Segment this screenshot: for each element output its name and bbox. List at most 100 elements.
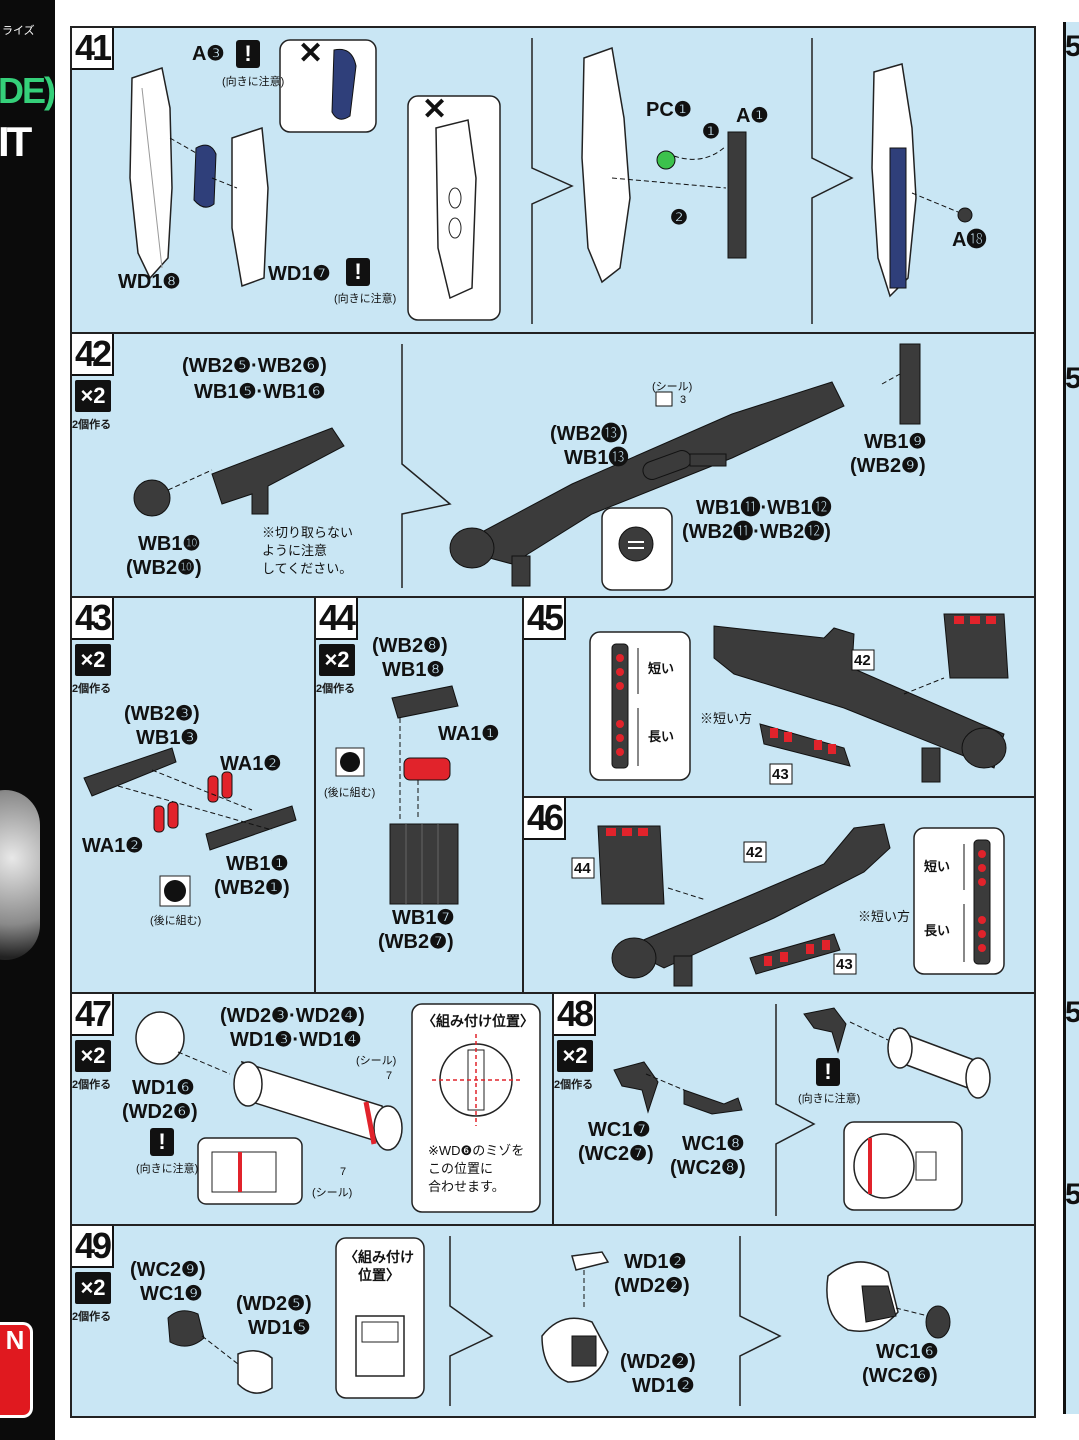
label-wb113: WB1⓭ — [564, 447, 629, 469]
step-41-illustration — [129, 38, 973, 324]
make-two-text: 2個作る — [72, 1311, 112, 1323]
assemble-later-text: (後に組む) — [324, 787, 376, 799]
short-side-label: 短い — [924, 859, 951, 874]
step-42-illustration — [133, 343, 921, 591]
long-side-label: 長い — [924, 923, 951, 938]
instruction-page: 41 — [70, 26, 1036, 1418]
short-side-note: ※短い方 — [858, 909, 911, 924]
step-44-panel: 44 ×2 2個作る (WB2❽) WB1❽ WA1❶ (後に組む) WB1❼ … — [316, 598, 524, 994]
label-wa12-bottom: WA1❷ — [82, 835, 144, 857]
label-wb19: WB1❾ — [864, 431, 927, 453]
step-45-panel: 45 短い 長い ※短い方 42 43 — [524, 598, 1034, 798]
label-wb17: WB1❼ — [392, 907, 455, 929]
step-number: 42 — [72, 334, 115, 376]
step-49-illustration — [167, 1236, 951, 1406]
label-wd12-bottom: WD1❷ — [632, 1375, 695, 1397]
step-45-illustration — [589, 613, 1009, 785]
make-two-text: 2個作る — [72, 419, 112, 431]
label-wb23: (WB2❸) — [124, 703, 200, 725]
sticker-label: (シール) — [356, 1055, 397, 1067]
ref-step-42: 42 — [854, 652, 871, 669]
label-wc17: WC1❼ — [588, 1119, 651, 1141]
label-wb13: WB1❸ — [136, 727, 199, 749]
caution-text: (向きに注意) — [222, 76, 285, 88]
make-two-badge: ×2 — [75, 644, 111, 676]
label-wc29: (WC2❾) — [130, 1259, 206, 1281]
right-step-num-3: 5 — [1065, 996, 1079, 1029]
strip-white-text: IT — [0, 118, 32, 165]
strip-top-text: ライズ — [2, 25, 35, 37]
step-number: 41 — [72, 28, 115, 70]
strip-green-text: DE) — [0, 70, 55, 111]
step-number: 48 — [554, 994, 597, 1036]
right-step-num-2: 5 — [1065, 362, 1079, 395]
label-wb21: (WB2❶) — [214, 877, 290, 899]
label-wd22-bottom: (WD2❷) — [620, 1351, 696, 1373]
step-41-panel: 41 — [72, 28, 1034, 334]
label-wa11: WA1❶ — [438, 723, 500, 745]
step-43-panel: 43 ×2 2個作る (WB2❸) WB1❸ WA1❷ WA1❷ WB1❶ (W… — [72, 598, 316, 994]
caution-icon: ! — [816, 1058, 840, 1086]
label-wd25: (WD2❺) — [236, 1293, 312, 1315]
step-42-panel: 42 ×2 2個作る (WB2❺·WB2❻) WB1❺·WB1❻ WB1❿ — [72, 334, 1034, 598]
right-next-page-strip — [1063, 22, 1079, 1414]
label-wb15: WB1❺·WB1❻ — [194, 381, 326, 403]
left-cover-strip: ライズ DE) IT N — [0, 0, 55, 1440]
caution-icon: ! — [150, 1128, 174, 1156]
step-49-panel: 49 ×2 2個作る (WC2❾) WC1❾ (WD2❺) WD1❺ 〈組み付け… — [72, 1226, 1034, 1416]
strip-figure-image — [0, 790, 40, 960]
label-wc26: (WC2❻) — [862, 1365, 938, 1387]
label-wb29: (WB2❾) — [850, 455, 926, 477]
sticker-number: 7 — [386, 1070, 393, 1082]
label-pc1: PC❶ — [646, 99, 692, 121]
step-number: 46 — [524, 798, 567, 840]
short-side-note: ※短い方 — [700, 711, 753, 726]
label-wb210: (WB2❿) — [126, 557, 202, 579]
cross-mark-icon: ✕ — [422, 93, 448, 126]
step-46-illustration — [571, 823, 1005, 987]
label-wb27: (WB2❼) — [378, 931, 454, 953]
label-wd13: WD1❸·WD1❹ — [230, 1029, 362, 1051]
label-wd18: WD1❽ — [118, 271, 181, 293]
label-wa12-top: WA1❷ — [220, 753, 282, 775]
label-wc27: (WC2❼) — [578, 1143, 654, 1165]
step-47-panel: 47 ×2 2個作る (WD2❸·WD2❹) WD1❸·WD1❹ WD1❻ (W… — [72, 994, 554, 1226]
cut-warning-note: ※切り取らない ように注意 してください。 — [262, 525, 354, 576]
long-side-label: 長い — [648, 729, 675, 744]
label-wd16: WD1❻ — [132, 1077, 195, 1099]
label-wc18: WC1❽ — [682, 1133, 745, 1155]
label-wd23: (WD2❸·WD2❹) — [220, 1005, 365, 1027]
caution-icon: ! — [346, 258, 370, 286]
label-wc16: WC1❻ — [876, 1341, 939, 1363]
make-two-badge: ×2 — [75, 1040, 111, 1072]
label-a3: A❸ — [192, 43, 225, 65]
step-46-panel: 46 短い 長い ※短い方 44 42 43 — [524, 798, 1034, 994]
make-two-badge: ×2 — [75, 1272, 111, 1304]
ref-step-43: 43 — [836, 956, 853, 973]
make-two-text: 2個作る — [72, 1079, 112, 1091]
step-number: 43 — [72, 598, 115, 640]
label-a18: A⓲ — [952, 229, 987, 251]
assemble-later-text: (後に組む) — [150, 915, 202, 927]
sticker-number: 3 — [680, 394, 687, 406]
sticker-number: 7 — [340, 1166, 347, 1178]
label-a1: A❶ — [736, 105, 769, 127]
step-44-illustration — [335, 685, 459, 905]
make-two-text: 2個作る — [554, 1079, 594, 1091]
step-47-illustration — [135, 1003, 541, 1213]
make-two-text: 2個作る — [316, 683, 356, 695]
make-two-badge: ×2 — [319, 644, 355, 676]
step-number: 49 — [72, 1226, 115, 1268]
label-wd12-top: WD1❷ — [624, 1251, 687, 1273]
label-wd22-top: (WD2❷) — [614, 1275, 690, 1297]
right-step-num-1: 5 — [1065, 30, 1079, 63]
label-wb111: WB1⓫·WB1⓬ — [696, 497, 832, 519]
label-wc28: (WC2❽) — [670, 1157, 746, 1179]
step-43-illustration — [83, 747, 297, 907]
position-note: ※WD❻のミゾを この位置に 合わせます。 — [428, 1143, 525, 1194]
right-step-num-4: 5 — [1065, 1178, 1079, 1211]
label-wd26: (WD2❻) — [122, 1101, 198, 1123]
sticker-label: (シール) — [652, 381, 693, 393]
step-order-1: ❶ — [702, 121, 720, 143]
caution-text: (向きに注意) — [334, 293, 397, 305]
